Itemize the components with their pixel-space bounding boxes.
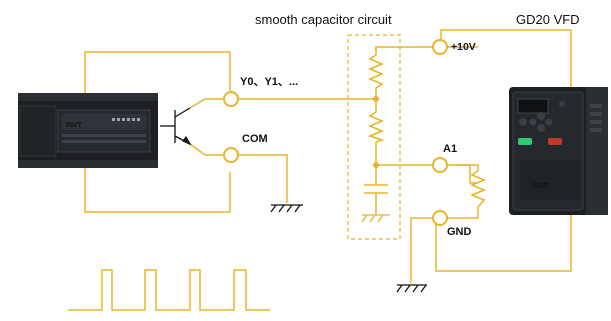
com-terminal [223,147,239,163]
terminal-gnd-label: GND [447,226,472,238]
transistor-symbol [160,107,192,146]
plc-output-label: Y0、Y1、... [240,76,298,88]
plc-module: INVT [18,93,158,168]
vfd-device: INVT [509,87,608,215]
capacitor [364,184,388,194]
y0-terminal [223,91,239,107]
terminal-10v [432,39,448,55]
resistor-bottom [367,111,385,143]
capacitor-ground [361,214,390,223]
junction-dot-top [373,96,379,102]
vfd-label: GD20 VFD [516,12,580,27]
potentiometer [469,170,487,208]
terminal-gnd [432,210,448,226]
pulse-waveform [68,269,270,311]
wires [84,29,572,283]
vfd-run-button [518,138,532,145]
junction-dot-mid [373,162,379,168]
smooth-capacitor-box [347,34,401,240]
gnd-ground [396,284,427,293]
com-label: COM [242,133,268,145]
com-ground [270,204,303,213]
terminal-a1 [432,157,448,173]
title-label: smooth capacitor circuit [255,12,392,27]
terminal-a1-label: A1 [443,143,457,155]
plc-logo: INVT [66,122,83,129]
vfd-stop-button [548,138,562,145]
terminal-10v-label: +10V [451,41,476,53]
resistor-top [367,54,385,89]
vfd-logo: INVT [532,183,549,190]
